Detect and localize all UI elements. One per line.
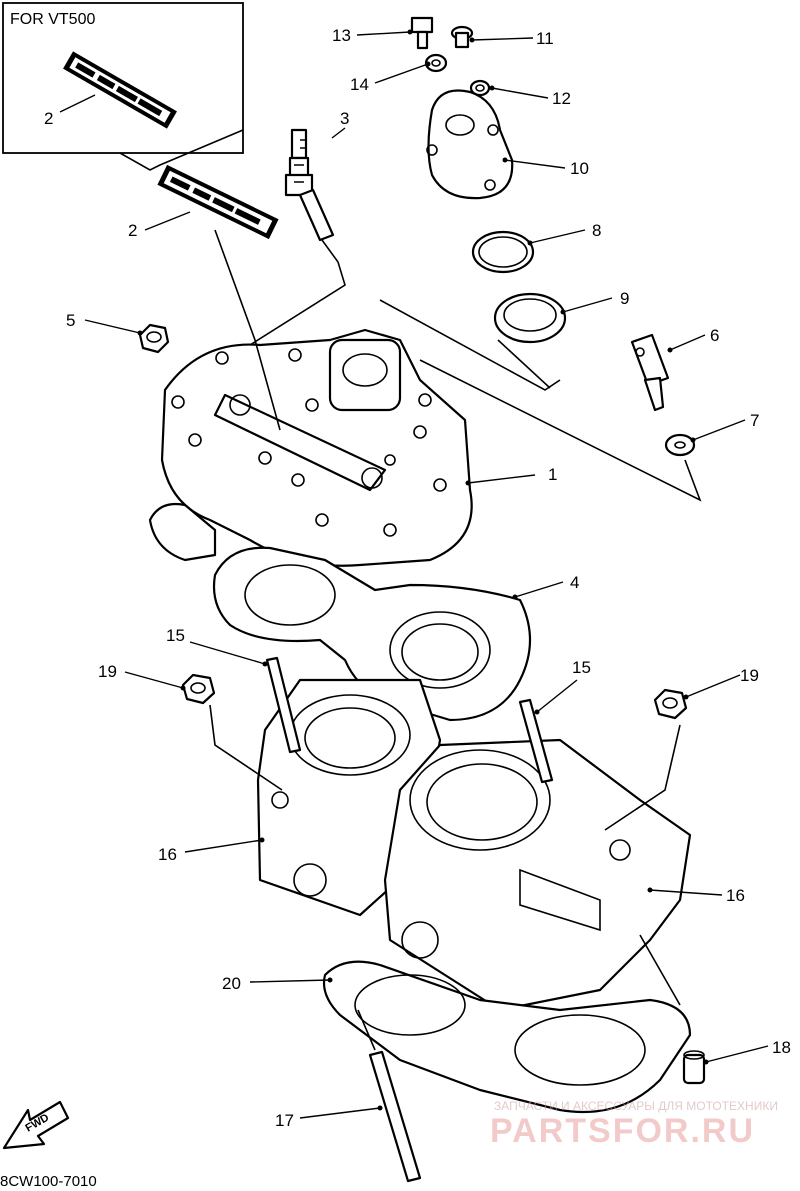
cylinder-right [383, 738, 692, 1012]
bolt-11 [450, 25, 474, 49]
callout-1: 1 [548, 465, 557, 484]
callout-8: 8 [592, 221, 601, 240]
dowel-18 [682, 1050, 706, 1085]
callout-19-left: 19 [98, 662, 117, 681]
ring-12 [469, 79, 491, 97]
thermostat-cover [426, 89, 514, 200]
watermark-caption: ЗАПЧАСТИ И АКСЕССУАРЫ ДЛЯ МОТОТЕХНИКИ [494, 1099, 778, 1113]
nut-5 [138, 323, 170, 354]
callout-16-left: 16 [158, 845, 177, 864]
callout-4: 4 [570, 573, 579, 592]
leader-arrowheads [137, 29, 709, 1111]
watermark: ЗАПЧАСТИ И АКСЕССУАРЫ ДЛЯ МОТОТЕХНИКИ PA… [490, 1099, 778, 1150]
callout-5: 5 [66, 311, 75, 330]
stud-15-right [518, 698, 554, 784]
base-gasket [322, 960, 692, 1114]
inset-title: FOR VT500 [10, 11, 95, 28]
spark-plug [284, 128, 339, 263]
drawing-code: 8CW100-7010 [0, 1173, 97, 1190]
callout-19-right: 19 [740, 666, 759, 685]
cylinder-head [148, 328, 473, 567]
temp-sensor-6 [630, 333, 670, 412]
nut-19-left [181, 673, 216, 705]
callout-2: 2 [128, 221, 137, 240]
callout-15-right: 15 [572, 658, 591, 677]
watermark-brand: PARTSFOR.RU [490, 1112, 755, 1150]
callout-16-right: 16 [726, 886, 745, 905]
callout-9: 9 [620, 289, 629, 308]
stud-17 [368, 1050, 422, 1183]
callout-numbers: 1 2 2 3 4 5 6 7 8 9 10 11 12 13 14 15 15… [44, 26, 791, 1130]
reference-lines [209, 229, 702, 1051]
gasket-9 [493, 292, 567, 344]
callout-18: 18 [772, 1038, 791, 1057]
callout-20: 20 [222, 974, 241, 993]
callout-2-inset: 2 [44, 109, 53, 128]
callout-15-left: 15 [166, 626, 185, 645]
nut-19-right [653, 688, 688, 720]
washer-7 [664, 433, 696, 457]
decal-inset [63, 51, 177, 129]
leader-lines [59, 31, 769, 1119]
head-gasket [212, 546, 532, 722]
callout-3: 3 [340, 109, 349, 128]
callout-7: 7 [750, 411, 759, 430]
callout-11: 11 [536, 29, 554, 48]
callout-10: 10 [570, 159, 589, 178]
callout-13: 13 [332, 26, 351, 45]
callout-6: 6 [710, 326, 719, 345]
fwd-arrow: FWD [2, 1100, 70, 1150]
stud-15-left [265, 656, 302, 754]
inset-box: FOR VT500 [2, 2, 244, 171]
callout-17: 17 [275, 1111, 294, 1130]
callout-14: 14 [350, 75, 369, 94]
bolt-13 [410, 16, 434, 50]
callout-12: 12 [552, 89, 571, 108]
o-ring-8 [471, 230, 535, 274]
decal-main [157, 164, 279, 240]
